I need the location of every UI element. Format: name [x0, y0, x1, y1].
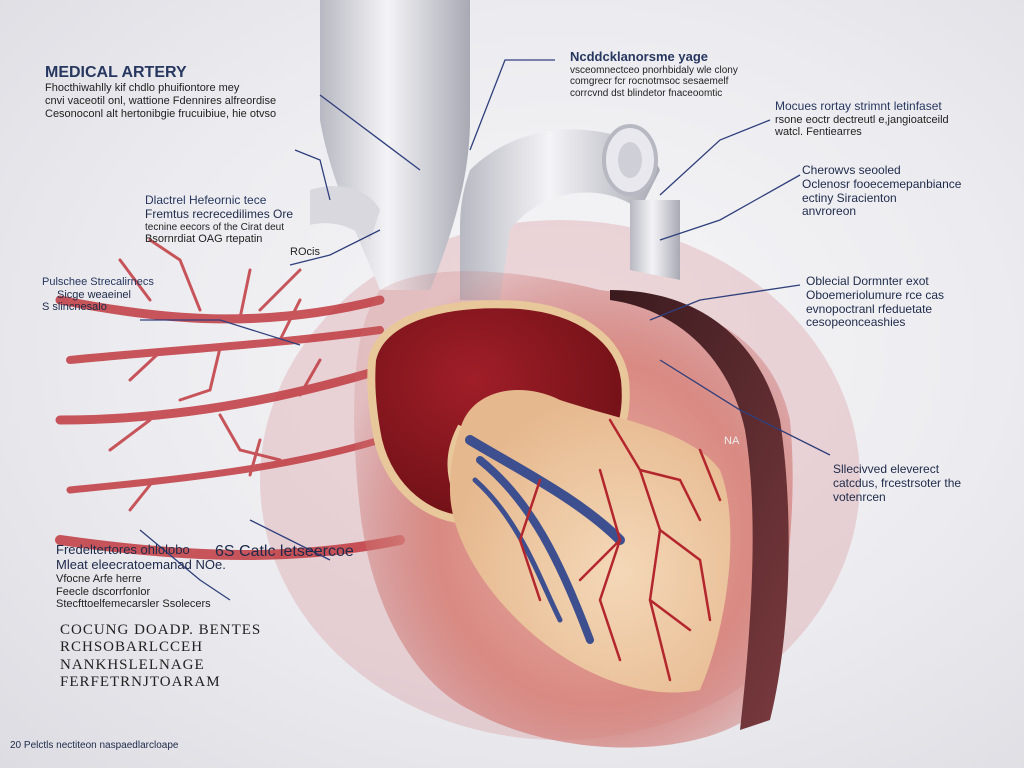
- left-artery-branches: [55, 238, 405, 560]
- label-left-3: Fredeltertores ohlolobo Mleat eleecratoe…: [56, 542, 226, 611]
- label-top-left: MEDICAL ARTERY Fhocthiwahlly kif chdlo p…: [45, 64, 276, 120]
- label-line: catcdus, frcestrsoter the: [833, 475, 962, 490]
- label-line: Sicge weaeinel: [57, 288, 131, 301]
- label-top-center: Ncddcklanorsme yage vsceomnectceo pnorhb…: [570, 49, 738, 99]
- label-right-4: Sllecivved eleverect catcdus, frcestrsot…: [833, 462, 962, 504]
- label-line: corrcvnd dst blindetor fnaceoomtic: [570, 87, 723, 99]
- label-line: vsceomnectceo pnorhbidaly wle clony: [570, 64, 738, 76]
- label-left-2: Pulschee Strecalirnecs Sicge weaeinel S …: [42, 276, 154, 314]
- label-line: Fhocthiwahlly kif chdlo phuifiontore mey: [45, 82, 240, 95]
- label-line: Cherowvs seooled: [802, 163, 901, 177]
- label-line: evnopoctranl rfeduetate: [806, 301, 933, 316]
- label-left-3-aside: 6S Catlc letseercoe: [215, 543, 354, 561]
- label-line: Oblecial Dormnter exot: [806, 274, 929, 288]
- label-line: FERFETRNJTOARAM: [60, 673, 221, 690]
- label-left-4: COCUNG DOADP. BENTES RCHSOBARLCCEH NANKH…: [60, 622, 261, 691]
- label-line: Sllecivved eleverect: [833, 462, 940, 476]
- label-line: cnvi vaceotil onl, wattione Fdennires al…: [45, 95, 277, 108]
- label-right-1: Mocues rortay strimnt letinfaset rsone e…: [775, 99, 949, 139]
- label-line: Feecle dscorrfonlor: [56, 585, 151, 598]
- label-line: tecnine eecors of the Cirat deut: [145, 221, 284, 233]
- label-line: votenrcen: [833, 489, 886, 504]
- label-right-2: Cherowvs seooled Oclenosr fooecemepanbia…: [802, 163, 962, 219]
- great-vessels: [310, 0, 680, 300]
- label-line: rsone eoctr dectreutl e,jangioatceild: [775, 113, 949, 126]
- label-line: 6S Catlc letseercoe: [215, 543, 354, 560]
- label-heading: Ncddcklanorsme yage: [570, 49, 709, 64]
- label-heading: Dlactrel Hefeornic tece: [145, 193, 267, 207]
- footer-caption: 20 Pelctls nectiteon naspaedlarcloape: [10, 740, 179, 751]
- label-line: Oboemeriolumure rce cas: [806, 287, 945, 302]
- pericardium-wall: [610, 290, 789, 730]
- page-title: MEDICAL ARTERY: [45, 64, 187, 81]
- label-line: cesopeonceashies: [806, 315, 906, 330]
- leader-lines: [139, 59, 831, 601]
- label-line: anvroreon: [802, 204, 857, 219]
- label-line: Oclenosr fooecemepanbiance: [802, 176, 962, 191]
- label-line: Fremtus recrecedilimes Ore: [145, 206, 294, 221]
- label-line: Mleat eleecratoemanad NOe.: [56, 556, 226, 572]
- label-line: watcl. Fentiearres: [775, 126, 862, 139]
- label-line: Stecfttoelfemecarsler Ssolecers: [56, 598, 211, 611]
- label-line: ROcis: [290, 245, 320, 258]
- label-line: Bsornrdiat OAG rtepatin: [145, 233, 263, 246]
- label-heading: Mocues rortay strimnt letinfaset: [775, 99, 942, 113]
- label-line: NANKHSLELNAGE: [60, 656, 205, 673]
- label-line: Cesonoconl alt hertonibgie frucuibiue, h…: [45, 107, 277, 120]
- label-line: S slincnesalo: [42, 301, 107, 314]
- label-heading: Fredeltertores ohlolobo: [56, 542, 190, 557]
- label-line: comgrecr fcr rocnotmsoc sesaemelf: [570, 76, 729, 88]
- label-line: RCHSOBARLCCEH: [60, 639, 204, 656]
- label-line: Vfocne Arfe herre: [56, 572, 142, 585]
- label-right-3: Oblecial Dormnter exot Oboemeriolumure r…: [806, 274, 945, 330]
- center-marker: NA: [724, 435, 740, 447]
- label-line: COCUNG DOADP. BENTES: [60, 622, 262, 638]
- capillaries: [518, 418, 722, 682]
- label-left-1: Dlactrel Hefeornic tece Fremtus recreced…: [145, 193, 320, 258]
- label-heading: Pulschee Strecalirnecs: [42, 276, 154, 288]
- blue-vessels: [465, 435, 625, 644]
- label-line: ectiny Siracienton: [802, 190, 897, 205]
